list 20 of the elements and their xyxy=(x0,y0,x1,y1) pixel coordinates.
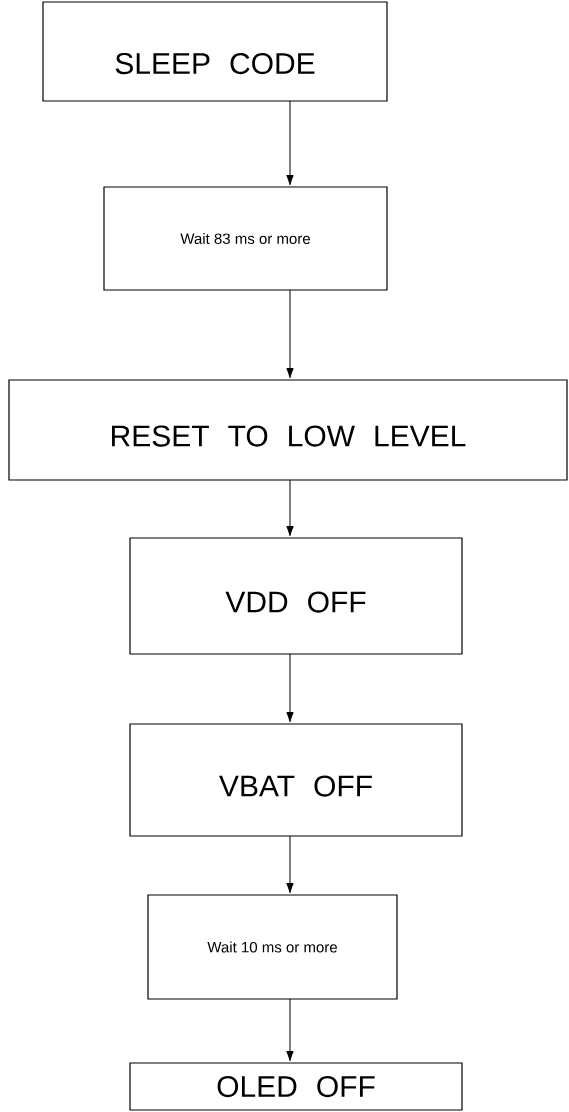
arrow xyxy=(286,835,294,894)
box-label: SLEEP CODE xyxy=(115,52,315,75)
box-label: Wait 10 ms or more xyxy=(207,941,337,953)
process-box xyxy=(103,186,388,291)
box-label: Wait 83 ms or more xyxy=(180,233,310,244)
arrow xyxy=(286,653,294,723)
process-box xyxy=(129,537,463,655)
box-label: RESET TO LOW LEVEL xyxy=(112,425,466,447)
arrow xyxy=(286,100,294,186)
process-box xyxy=(129,1062,463,1111)
arrow xyxy=(286,289,294,379)
process-box xyxy=(8,379,568,481)
arrow xyxy=(286,998,294,1062)
box-label: VBAT OFF xyxy=(219,775,372,797)
box-label: VDD OFF xyxy=(225,591,366,613)
box-label: OLED OFF xyxy=(217,1075,375,1098)
process-box xyxy=(42,1,388,102)
process-box xyxy=(147,894,398,1000)
arrow xyxy=(286,479,294,537)
process-box xyxy=(129,723,463,837)
